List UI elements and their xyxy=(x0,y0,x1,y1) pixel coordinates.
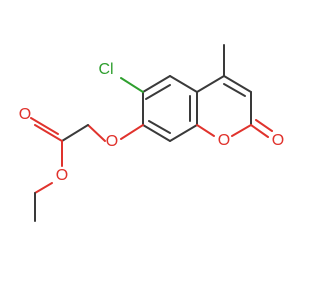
molecule-diagram: Cl O O O O O xyxy=(19,44,284,222)
bond xyxy=(169,124,198,142)
chlorine-label: Cl xyxy=(98,61,113,78)
molecule-canvas: Cl O O O O O xyxy=(19,44,284,222)
ester-oxygen-label: O xyxy=(56,167,68,184)
chloro-bond xyxy=(120,77,144,93)
carbonyl-oxygen-label: O xyxy=(272,132,284,149)
bond xyxy=(148,120,171,134)
ethyl-bond xyxy=(34,182,53,194)
bond xyxy=(223,75,252,93)
carbonyl-bond xyxy=(250,124,269,138)
bond xyxy=(61,124,89,142)
carbonyl-bond xyxy=(255,119,273,132)
bond xyxy=(231,124,252,137)
ester-carbonyl-bond xyxy=(34,124,63,142)
ether-bond xyxy=(87,124,106,142)
bond xyxy=(196,75,225,93)
bond xyxy=(142,75,171,93)
pyranone-ring xyxy=(196,75,252,137)
ring-oxygen-label: O xyxy=(218,132,230,149)
bond xyxy=(142,124,171,142)
ether-oxygen-label: O xyxy=(106,133,118,150)
bond xyxy=(145,84,171,100)
ether-bond xyxy=(120,124,144,140)
benzene-ring xyxy=(142,75,198,142)
bond xyxy=(223,83,246,97)
bond xyxy=(169,75,198,93)
bond xyxy=(196,124,215,137)
ester-carbonyl-bond xyxy=(30,117,59,135)
ester-carbonyl-oxygen-label: O xyxy=(19,106,31,123)
